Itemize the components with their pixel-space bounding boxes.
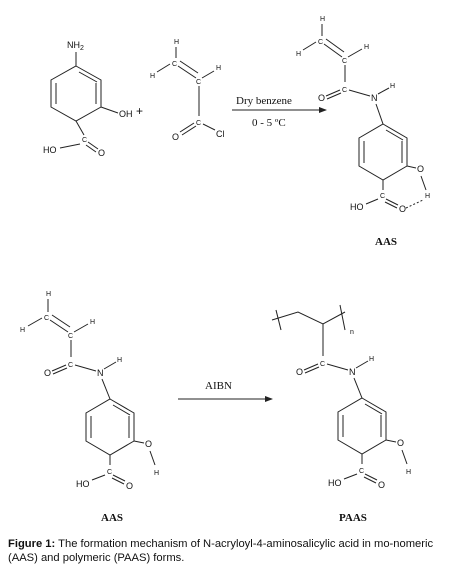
h-label: H xyxy=(46,291,51,298)
c-label: C xyxy=(196,79,201,86)
h-label: H xyxy=(364,44,369,51)
h-label: H xyxy=(425,193,430,200)
acid-o-label: O xyxy=(126,481,133,491)
reaction-scheme: NH2 OH C HO O + H C H C H C O Cl xyxy=(20,16,430,524)
n-label: N xyxy=(97,368,104,378)
figure-label: Figure 1: xyxy=(8,538,56,550)
n-label: N xyxy=(371,93,378,103)
cl-label: Cl xyxy=(216,129,225,139)
o-label: O xyxy=(145,439,152,449)
acid-ho-label: HO xyxy=(43,145,57,155)
product-label-paas: PAAS xyxy=(339,512,367,524)
amine-label: NH2 xyxy=(67,40,84,52)
hydrogen-bond xyxy=(405,199,424,209)
aminosalicylic-acid-structure: NH2 OH C HO O xyxy=(43,40,133,158)
initiator-label: AIBN xyxy=(205,380,232,392)
h-label: H xyxy=(117,357,122,364)
temperature-label: 0 - 5 ºC xyxy=(252,117,286,129)
o-label: O xyxy=(318,93,325,103)
h-label: H xyxy=(369,356,374,363)
h-label: H xyxy=(154,470,159,477)
c-label: C xyxy=(68,333,73,340)
h-label: H xyxy=(90,319,95,326)
o-label: O xyxy=(172,132,179,142)
c-label: C xyxy=(172,61,177,68)
h-label: H xyxy=(216,65,221,72)
c-label: C xyxy=(68,362,73,369)
n-label: N xyxy=(349,367,356,377)
acid-ho-label: HO xyxy=(76,479,90,489)
c-label: C xyxy=(196,120,201,127)
h-label: H xyxy=(406,469,411,476)
reactant-label-aas: AAS xyxy=(101,512,123,524)
acid-o-label: O xyxy=(399,204,406,214)
acid-ho-label: HO xyxy=(328,478,342,488)
caption-text: The formation mechanism of N-acryloyl-4-… xyxy=(8,538,434,564)
h-label: H xyxy=(390,83,395,90)
c-label: C xyxy=(320,361,325,368)
aas-monomer-structure: H C H C H C O N H O H C HO O xyxy=(20,291,159,491)
product-label-aas: AAS xyxy=(375,236,397,248)
o-label: O xyxy=(417,164,424,174)
paas-polymer-structure: n C O N H O H C HO O xyxy=(271,304,411,490)
c-label: C xyxy=(44,315,49,322)
o-label: O xyxy=(296,367,303,377)
h-label: H xyxy=(150,73,155,80)
repeat-n-label: n xyxy=(350,329,354,336)
h-label: H xyxy=(320,16,325,23)
o-label: O xyxy=(44,368,51,378)
h-label: H xyxy=(296,51,301,58)
aas-product-structure: H C H C H C O N H O H C HO O xyxy=(296,16,430,214)
c-label: C xyxy=(342,87,347,94)
carbonyl-c-label: C xyxy=(380,193,385,200)
reaction-arrow-2: AIBN xyxy=(178,380,273,402)
figure-caption: Figure 1: The formation mechanism of N-a… xyxy=(8,537,444,565)
reaction-arrow-1: Dry benzene 0 - 5 ºC xyxy=(232,95,327,129)
acid-ho-label: HO xyxy=(350,202,364,212)
acid-o-label: O xyxy=(378,480,385,490)
carbonyl-c-label: C xyxy=(359,468,364,475)
h-label: H xyxy=(20,327,25,334)
carbonyl-c-label: C xyxy=(82,137,87,144)
plus-sign: + xyxy=(136,104,143,118)
acryloyl-chloride-structure: H C H C H C O Cl xyxy=(150,39,225,142)
h-label: H xyxy=(174,39,179,46)
carbonyl-c-label: C xyxy=(107,469,112,476)
hydroxyl-label: OH xyxy=(119,109,133,119)
acid-o-label: O xyxy=(98,148,105,158)
o-label: O xyxy=(397,438,404,448)
reagent-label: Dry benzene xyxy=(236,95,292,107)
c-label: C xyxy=(318,39,323,46)
c-label: C xyxy=(342,58,347,65)
